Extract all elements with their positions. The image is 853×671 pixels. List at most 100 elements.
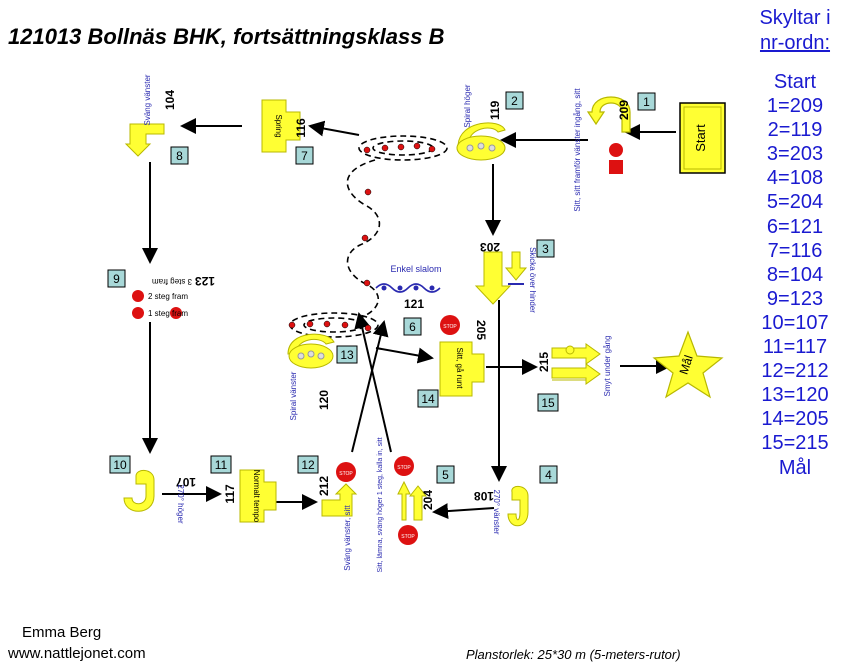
sign-104-text: Sväng vänster bbox=[143, 74, 152, 125]
sign-209-code: 209 bbox=[617, 100, 631, 120]
station-box-14-num: 14 bbox=[421, 392, 435, 406]
sign-117: Normalt tempo 117 bbox=[223, 469, 277, 523]
legend-item: 4=108 bbox=[766, 167, 824, 190]
legend-item: 2=119 bbox=[767, 119, 823, 142]
station-box-9-num: 9 bbox=[113, 272, 120, 286]
sign-203-code: 203 bbox=[480, 240, 500, 254]
station-box-8-num: 8 bbox=[176, 149, 183, 163]
sign-119-code: 119 bbox=[488, 100, 502, 120]
sign-107-text: 270° höger bbox=[176, 484, 185, 524]
slalom-markers bbox=[288, 142, 436, 332]
station-box-3: 3 bbox=[536, 239, 555, 258]
sign-209-text: Sitt, sitt framför vänster ingång, sitt bbox=[573, 88, 582, 212]
sign-121: Enkel slalom 121 bbox=[375, 264, 442, 311]
sign-104: 104 Sväng vänster bbox=[124, 74, 177, 157]
sign-203-text: Skicka över hinder bbox=[528, 247, 537, 313]
sign-120: 120 Spiral vänster bbox=[287, 333, 335, 420]
legend-item: 7=116 bbox=[767, 239, 823, 262]
stop-text-5b: STOP bbox=[401, 534, 415, 540]
stop-text-12: STOP bbox=[339, 471, 353, 477]
steg-1: 1 steg fram bbox=[148, 309, 188, 318]
website-link[interactable]: www.nattlejonet.com bbox=[8, 645, 146, 662]
station-box-4: 4 bbox=[539, 465, 558, 484]
station-box-6-num: 6 bbox=[409, 320, 416, 334]
legend-item: 3=203 bbox=[766, 143, 824, 166]
legend-item: 10=107 bbox=[761, 311, 829, 334]
station-box-13-num: 13 bbox=[340, 348, 354, 362]
sign-120-code: 120 bbox=[317, 390, 331, 410]
sign-117-code: 117 bbox=[223, 484, 237, 504]
legend-item: 14=205 bbox=[761, 408, 829, 431]
legend-item: Mål bbox=[778, 456, 812, 479]
station-box-2-num: 2 bbox=[511, 94, 518, 108]
station-box-12-num: 12 bbox=[301, 458, 315, 472]
station-number-boxes: 1 2 3 4 5 6 7 8 9 10 11 12 13 14 15 bbox=[107, 91, 656, 484]
legend-heading-1: Skyltar i bbox=[759, 7, 831, 29]
sign-215-code: 215 bbox=[537, 352, 551, 372]
stop-text-5a: STOP bbox=[397, 465, 411, 471]
station-box-7-num: 7 bbox=[301, 149, 308, 163]
sign-108-code: 108 bbox=[474, 489, 494, 503]
sign-209: 209 Sitt, sitt framför vänster ingång, s… bbox=[573, 88, 631, 212]
station-box-15: 15 bbox=[537, 393, 559, 412]
sign-204-code: 204 bbox=[421, 490, 435, 510]
author-name: Emma Berg bbox=[22, 624, 102, 641]
sign-117-text: Normalt tempo bbox=[252, 470, 261, 523]
sign-121-code: 121 bbox=[404, 297, 424, 311]
finish-star: Mål bbox=[652, 330, 724, 399]
sign-5-text: Sitt, lämna, sväng höger 1 steg, kalla i… bbox=[377, 437, 384, 572]
stop-text-14: STOP bbox=[443, 324, 457, 330]
start-label: Start bbox=[693, 124, 708, 152]
steg-2: 2 steg fram bbox=[148, 292, 188, 301]
station-box-5: 5 bbox=[436, 465, 455, 484]
sign-123: 123 3 steg fram 2 steg fram 1 steg fram bbox=[132, 274, 215, 319]
station-box-11: 11 bbox=[210, 455, 232, 474]
finish-label: Mål bbox=[677, 353, 696, 376]
sign-203: 203 Skicka över hinder bbox=[474, 240, 537, 313]
sign-215: 215 Smyt under gång bbox=[537, 336, 612, 397]
legend-item: 1=209 bbox=[766, 95, 824, 118]
station-box-1: 1 bbox=[637, 92, 656, 111]
start-sign: Start bbox=[679, 102, 726, 174]
station-box-15-num: 15 bbox=[541, 396, 555, 410]
station-box-12: 12 bbox=[297, 455, 319, 474]
station-box-1-num: 1 bbox=[643, 95, 650, 109]
sign-119: 119 Spiral höger bbox=[456, 84, 506, 161]
sign-107: 107 270° höger bbox=[123, 470, 196, 524]
plan-size-note: Planstorlek: 25*30 m (5-meters-rutor) bbox=[466, 647, 681, 662]
sign-104-code: 104 bbox=[163, 90, 177, 110]
sign-123-code: 123 bbox=[195, 274, 215, 288]
station-box-10-num: 10 bbox=[113, 458, 127, 472]
sign-119-text: Spiral höger bbox=[463, 84, 472, 127]
station-box-11-num: 11 bbox=[215, 458, 228, 472]
station-box-9: 9 bbox=[107, 269, 126, 288]
route-lines bbox=[142, 118, 676, 520]
legend-item: 9=123 bbox=[766, 287, 824, 310]
station-box-4-num: 4 bbox=[545, 468, 552, 482]
legend-item: 11=117 bbox=[762, 336, 828, 359]
sign-212: STOP 212 Sväng vänster, sitt bbox=[317, 462, 358, 571]
legend-heading-2: nr-ordn: bbox=[759, 32, 831, 54]
station-box-5-num: 5 bbox=[442, 468, 449, 482]
sign-116: Spring 116 bbox=[261, 99, 308, 153]
sign-107-code: 107 bbox=[176, 475, 196, 489]
legend-item: 13=120 bbox=[761, 384, 829, 407]
legend-item: 5=204 bbox=[766, 191, 824, 214]
sign-116-code: 116 bbox=[294, 118, 308, 138]
sign-212-text: Sväng vänster, sitt bbox=[343, 505, 352, 571]
station-box-13: 13 bbox=[336, 345, 358, 364]
legend-item: 8=104 bbox=[766, 263, 824, 286]
sign-205-text: Sitt, gå runt bbox=[455, 348, 464, 390]
sign-116-text: Spring bbox=[274, 114, 283, 137]
sign-120-text: Spiral vänster bbox=[289, 371, 298, 420]
sign-205-code: 205 bbox=[474, 320, 488, 340]
sign-108-text: 270° vänster bbox=[492, 489, 501, 534]
station-box-8: 8 bbox=[170, 146, 189, 165]
page-title: 121013 Bollnäs BHK, fortsättningsklass B bbox=[8, 24, 445, 49]
station-box-2: 2 bbox=[505, 91, 524, 110]
sign-212-code: 212 bbox=[317, 476, 331, 496]
station-box-10: 10 bbox=[109, 455, 131, 474]
